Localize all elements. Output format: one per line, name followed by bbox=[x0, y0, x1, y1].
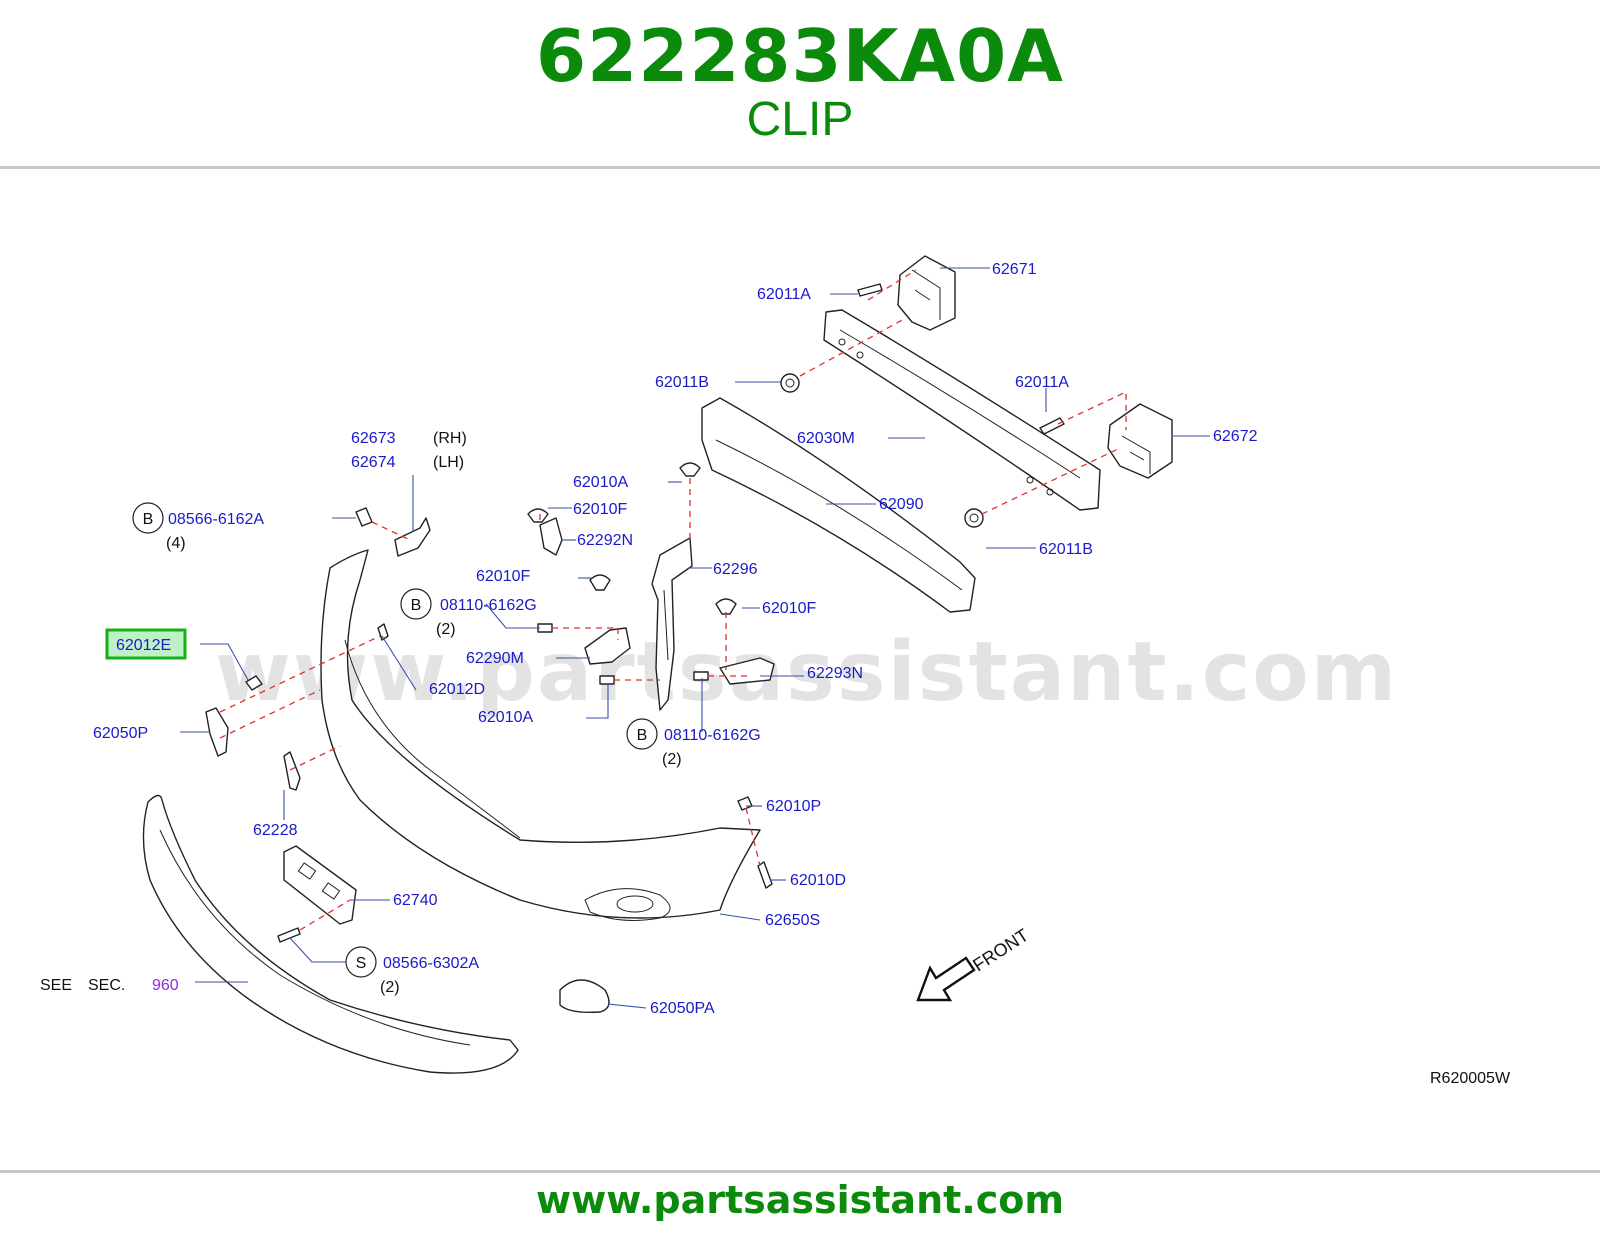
energy-absorber-62090 bbox=[701, 397, 976, 613]
bracket-62671 bbox=[897, 255, 956, 331]
front-label: FRONT bbox=[969, 925, 1032, 976]
label-rh: (RH) bbox=[433, 430, 467, 447]
retainer-62673 bbox=[394, 517, 431, 557]
footer-divider bbox=[0, 1170, 1600, 1173]
bracket-62292N bbox=[539, 517, 563, 556]
bracket-62290M bbox=[584, 627, 631, 665]
label-62011B-right[interactable]: 62011B bbox=[1039, 541, 1093, 558]
lower-valance-960 bbox=[142, 794, 519, 1074]
label-62740[interactable]: 62740 bbox=[393, 892, 438, 909]
highlight-box bbox=[105, 628, 187, 660]
label-sec-960[interactable]: 960 bbox=[152, 977, 179, 994]
label-62012E[interactable]: 62012E bbox=[116, 637, 171, 654]
label-qty-4: (4) bbox=[166, 535, 186, 552]
footer-url[interactable]: www.partsassistant.com bbox=[536, 1178, 1064, 1222]
label-62674[interactable]: 62674 bbox=[351, 454, 396, 471]
label-62011A-top[interactable]: 62011A bbox=[757, 286, 811, 303]
label-08566-6302A[interactable]: 08566-6302A bbox=[383, 955, 479, 972]
label-see: SEE bbox=[40, 977, 72, 994]
label-qty-2-a: (2) bbox=[436, 621, 456, 638]
label-62672[interactable]: 62672 bbox=[1213, 428, 1258, 445]
part-name-subtitle: CLIP bbox=[746, 93, 854, 146]
fog-lamp-opening bbox=[584, 888, 671, 921]
label-08110-6162G-top[interactable]: 08110-6162G bbox=[440, 597, 537, 614]
marker-s: S bbox=[356, 955, 367, 972]
front-arrow-icon bbox=[916, 956, 976, 1002]
license-bracket-62740 bbox=[283, 845, 357, 925]
label-62010A-low[interactable]: 62010A bbox=[478, 709, 533, 726]
label-08110-6162G-low[interactable]: 08110-6162G bbox=[664, 727, 761, 744]
label-62010F-top[interactable]: 62010F bbox=[573, 501, 627, 518]
part-number-title: 622283KA0A bbox=[536, 14, 1064, 98]
label-62050P[interactable]: 62050P bbox=[93, 725, 148, 742]
header-divider bbox=[0, 166, 1600, 169]
cover-62228 bbox=[283, 751, 301, 791]
part-labels: 62671 62011A 62011B 62011A 62672 62030M … bbox=[40, 261, 1511, 1087]
label-62671[interactable]: 62671 bbox=[992, 261, 1037, 278]
label-62010P[interactable]: 62010P bbox=[766, 798, 821, 815]
label-62090[interactable]: 62090 bbox=[879, 496, 924, 513]
label-sec: SEC. bbox=[88, 977, 125, 994]
label-62292N[interactable]: 62292N bbox=[577, 532, 633, 549]
label-62228[interactable]: 62228 bbox=[253, 822, 298, 839]
label-62011B-left[interactable]: 62011B bbox=[655, 374, 709, 391]
label-08566-6162A[interactable]: 08566-6162A bbox=[168, 511, 264, 528]
marker-b-3: B bbox=[637, 727, 648, 744]
label-qty-2-b: (2) bbox=[662, 751, 682, 768]
fastener-markers: B B B S bbox=[132, 502, 658, 978]
diagram-code: R620005W bbox=[1430, 1070, 1511, 1087]
bumper-fascia-62650S bbox=[320, 549, 761, 919]
fastener-clips bbox=[245, 283, 1065, 943]
label-62010A-top[interactable]: 62010A bbox=[573, 474, 628, 491]
bracket-62672 bbox=[1107, 403, 1173, 479]
label-62011A-right[interactable]: 62011A bbox=[1015, 374, 1069, 391]
label-62290M[interactable]: 62290M bbox=[466, 650, 524, 667]
parts-diagram: www.partsassistant.com bbox=[40, 255, 1511, 1087]
bracket-62296 bbox=[651, 537, 693, 711]
label-62010F-right[interactable]: 62010F bbox=[762, 600, 816, 617]
label-62296[interactable]: 62296 bbox=[713, 561, 758, 578]
label-qty-2-c: (2) bbox=[380, 979, 400, 996]
side-cover-62050P bbox=[205, 707, 229, 757]
marker-b-1: B bbox=[143, 511, 154, 528]
leader-lines bbox=[180, 267, 1210, 1009]
bracket-62293N bbox=[719, 657, 775, 685]
label-62010F-mid[interactable]: 62010F bbox=[476, 568, 530, 585]
label-62673[interactable]: 62673 bbox=[351, 430, 396, 447]
label-62650S[interactable]: 62650S bbox=[765, 912, 820, 929]
label-62293N[interactable]: 62293N bbox=[807, 665, 863, 682]
label-62030M[interactable]: 62030M bbox=[797, 430, 855, 447]
fog-cover-62050PA bbox=[559, 979, 610, 1014]
reinforcement-bar-62030M bbox=[823, 309, 1101, 511]
header: 622283KA0A CLIP bbox=[0, 0, 1600, 168]
label-lh: (LH) bbox=[433, 454, 464, 471]
watermark-text: www.partsassistant.com bbox=[215, 625, 1398, 720]
marker-b-2: B bbox=[411, 597, 422, 614]
label-62010D[interactable]: 62010D bbox=[790, 872, 846, 889]
label-62050PA[interactable]: 62050PA bbox=[650, 1000, 715, 1017]
label-62012D[interactable]: 62012D bbox=[429, 681, 485, 698]
alignment-dash-lines bbox=[219, 269, 1127, 931]
